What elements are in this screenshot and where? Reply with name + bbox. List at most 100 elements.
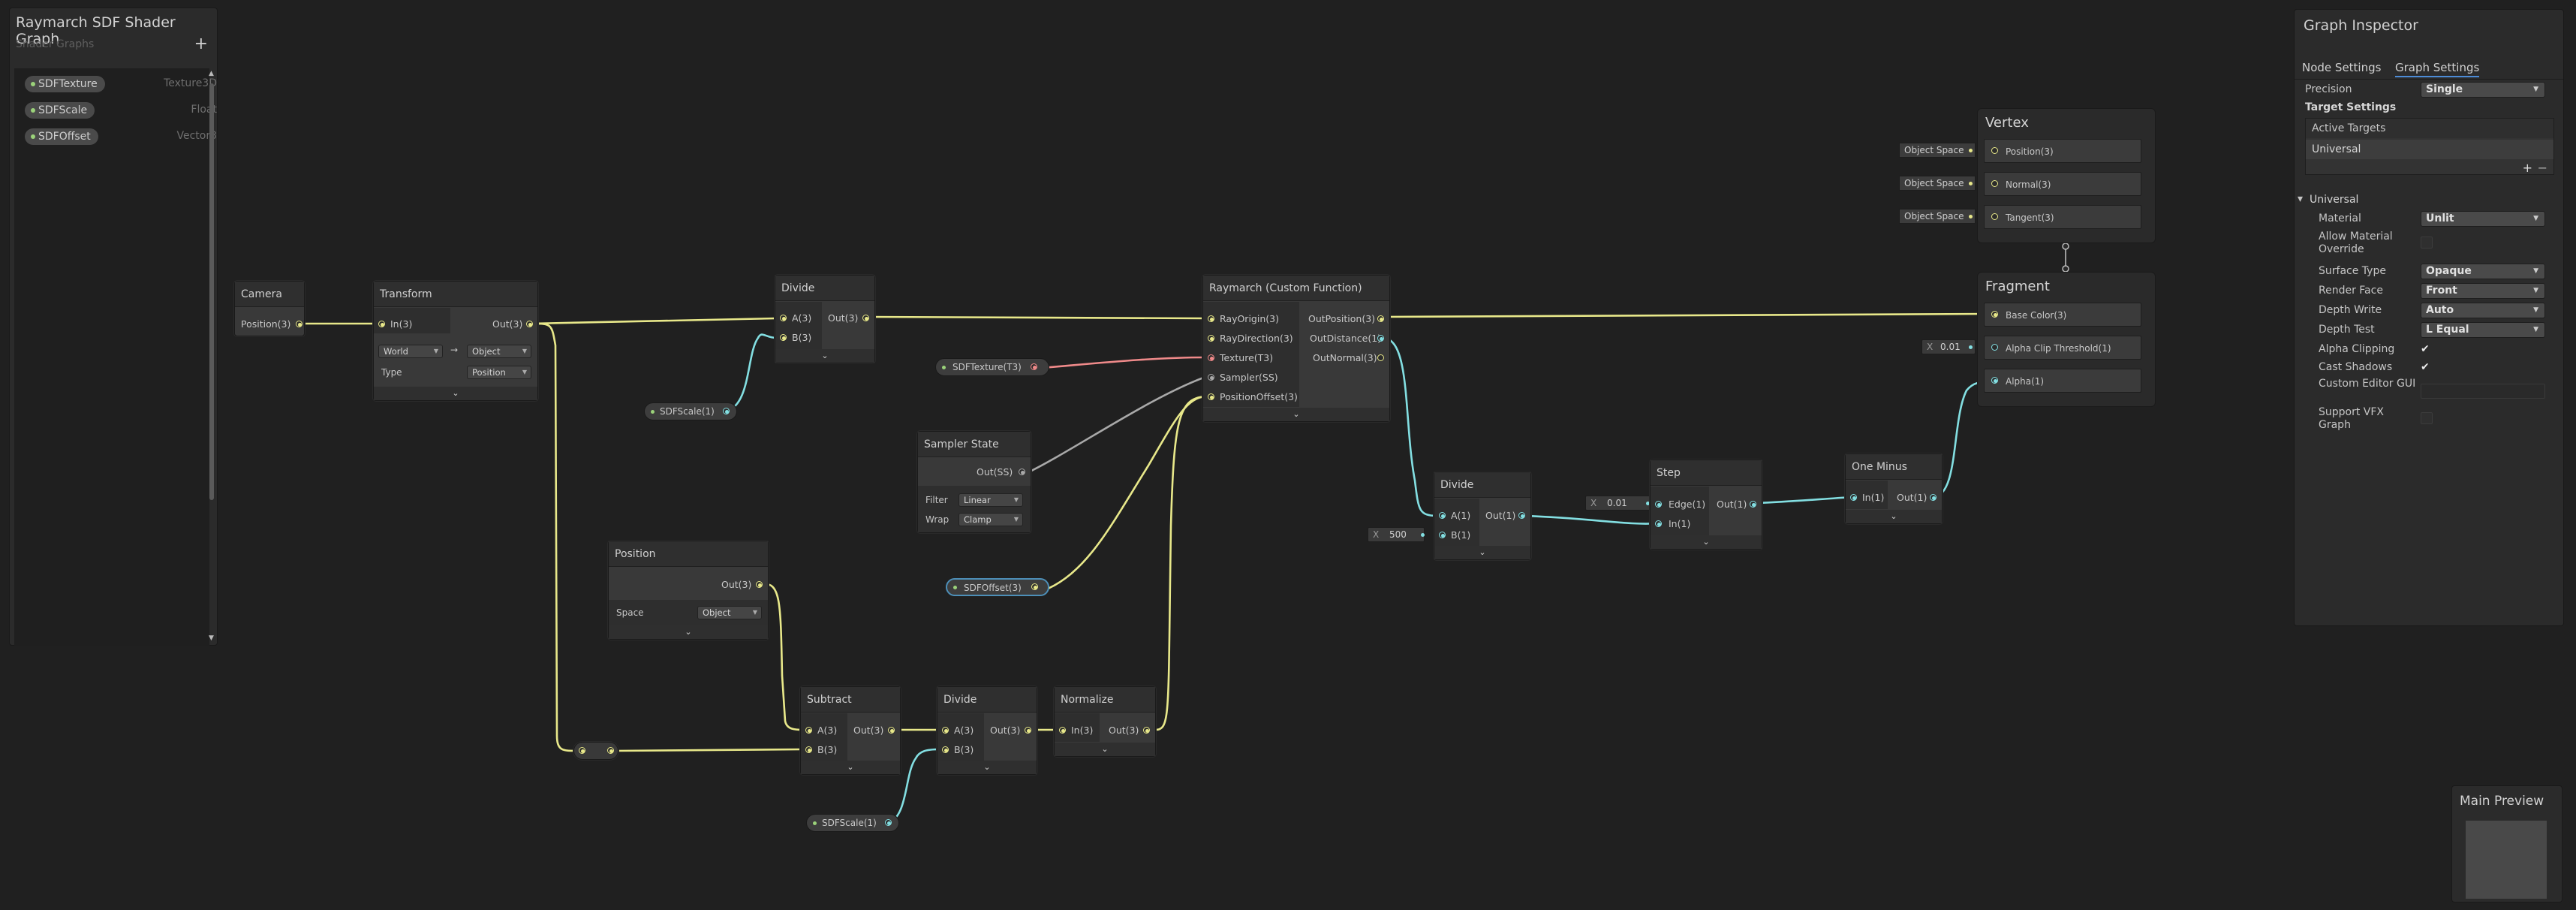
chevron-down-icon[interactable]: ⌄ — [1846, 510, 1942, 523]
output-port[interactable] — [1377, 335, 1384, 342]
fragment-block-base-color[interactable]: Base Color(3) — [1984, 303, 2141, 327]
depth-write-dropdown[interactable]: Auto▼ — [2421, 303, 2545, 318]
output-port[interactable] — [1143, 727, 1150, 734]
scroll-down-icon[interactable]: ▼ — [209, 634, 214, 642]
sdfoffset-property-node[interactable]: SDFOffset(3) — [946, 578, 1049, 596]
chevron-down-icon[interactable]: ⌄ — [1434, 546, 1530, 559]
input-port[interactable] — [1439, 532, 1446, 538]
chevron-down-icon[interactable]: ⌄ — [1651, 535, 1762, 549]
allow-material-override-checkbox[interactable] — [2421, 237, 2433, 249]
depth-test-dropdown[interactable]: L Equal▼ — [2421, 322, 2545, 338]
chevron-down-icon[interactable]: ⌄ — [937, 761, 1037, 774]
support-vfx-graph-checkbox[interactable] — [2421, 412, 2433, 424]
wrap-dropdown[interactable]: Clamp▼ — [958, 513, 1023, 526]
input-port[interactable] — [805, 746, 812, 753]
input-port[interactable] — [805, 727, 812, 734]
property-name[interactable]: SDFOffset — [25, 128, 98, 145]
cast-shadows-checkbox[interactable]: ✔ — [2421, 361, 2430, 373]
output-port[interactable] — [1518, 512, 1525, 519]
property-item[interactable]: SDFTexture Texture3D — [25, 76, 217, 92]
custom-editor-gui-field[interactable] — [2421, 384, 2545, 399]
space-from-dropdown[interactable]: World▼ — [378, 345, 443, 358]
input-port[interactable] — [942, 746, 949, 753]
divide-node[interactable]: Divide A(1) B(1) Out(1) ⌄ — [1434, 472, 1531, 560]
input-port[interactable] — [1991, 311, 1998, 318]
tab-graph-settings[interactable]: Graph Settings — [2395, 58, 2480, 77]
input-port[interactable] — [1655, 520, 1662, 527]
input-port[interactable] — [1208, 393, 1214, 400]
alpha-clip-input-field[interactable]: X 0.01 — [1921, 339, 1976, 354]
input-port[interactable] — [780, 334, 787, 341]
vertex-block-tangent[interactable]: Tangent(3) — [1984, 205, 2141, 229]
output-port[interactable] — [1377, 315, 1384, 322]
tab-node-settings[interactable]: Node Settings — [2302, 61, 2382, 74]
input-port[interactable] — [1655, 501, 1662, 508]
input-port[interactable] — [1208, 374, 1214, 381]
property-name[interactable]: SDFTexture — [25, 76, 105, 92]
space-to-dropdown[interactable]: Object▼ — [467, 345, 531, 358]
output-port[interactable] — [723, 408, 730, 414]
input-port[interactable] — [1991, 147, 1998, 154]
transform-node[interactable]: Transform In(3) Out(3) World▼ → Object▼ … — [373, 281, 538, 401]
chevron-down-icon[interactable]: ⌄ — [1203, 408, 1389, 421]
sampler-state-node[interactable]: Sampler State Out(SS) Filter Linear▼ Wra… — [917, 431, 1031, 533]
output-port[interactable] — [1025, 727, 1031, 734]
sdfscale-property-node[interactable]: SDFScale(1) — [806, 814, 899, 832]
type-dropdown[interactable]: Position▼ — [467, 366, 531, 379]
space-dropdown[interactable]: Object▼ — [697, 606, 762, 619]
raymarch-node[interactable]: Raymarch (Custom Function) RayOrigin(3) … — [1202, 275, 1390, 422]
subtract-node[interactable]: Subtract A(3) B(3) Out(3) ⌄ — [800, 686, 901, 775]
filter-dropdown[interactable]: Linear▼ — [958, 493, 1023, 507]
input-port[interactable] — [1991, 213, 1998, 220]
scroll-up-icon[interactable]: ▲ — [209, 70, 214, 77]
space-tag[interactable]: Object Space — [1899, 176, 1976, 191]
collapse-icon[interactable]: ▾ — [2298, 193, 2304, 205]
input-port[interactable] — [579, 747, 585, 754]
camera-node[interactable]: Camera Position(3) — [234, 281, 305, 336]
property-item[interactable]: SDFOffset Vector3 — [25, 128, 217, 145]
chevron-down-icon[interactable]: ⌄ — [374, 387, 537, 400]
property-name[interactable]: SDFScale — [25, 102, 95, 119]
property-item[interactable]: SDFScale Float — [25, 102, 217, 119]
chevron-down-icon[interactable]: ⌄ — [609, 625, 768, 639]
output-port[interactable] — [1930, 494, 1937, 501]
plus-icon[interactable]: + — [194, 35, 208, 53]
output-port[interactable] — [756, 581, 763, 588]
chevron-down-icon[interactable]: ⌄ — [775, 349, 874, 363]
b-input-field[interactable]: X 500 — [1368, 527, 1425, 542]
fragment-block-alpha-clip[interactable]: Alpha Clip Threshold(1) — [1984, 336, 2141, 360]
space-tag[interactable]: Object Space — [1899, 143, 1976, 158]
sdftexture-property-node[interactable]: SDFTexture(T3) — [935, 358, 1049, 376]
vertex-block-position[interactable]: Position(3) — [1984, 139, 2141, 163]
input-port[interactable] — [1059, 727, 1066, 734]
input-port[interactable] — [1991, 344, 1998, 351]
surface-type-dropdown[interactable]: Opaque▼ — [2421, 264, 2545, 279]
input-port[interactable] — [1991, 180, 1998, 187]
universal-section-header[interactable]: Universal — [2310, 194, 2359, 206]
input-port[interactable] — [1208, 335, 1214, 342]
render-face-dropdown[interactable]: Front▼ — [2421, 283, 2545, 299]
output-port[interactable] — [526, 321, 533, 327]
position-node[interactable]: Position Out(3) Space Object▼ ⌄ — [608, 541, 769, 640]
output-port[interactable] — [607, 747, 614, 754]
input-port[interactable] — [1991, 377, 1998, 384]
one-minus-node[interactable]: One Minus In(1) Out(1) ⌄ — [1845, 453, 1943, 524]
divide-node[interactable]: Divide A(3) B(3) Out(3) ⌄ — [937, 686, 1037, 775]
input-port[interactable] — [1850, 494, 1857, 501]
divide-node[interactable]: Divide A(3) B(3) Out(3) ⌄ — [775, 275, 875, 363]
chevron-down-icon[interactable]: ⌄ — [1055, 743, 1155, 756]
fragment-block-alpha[interactable]: Alpha(1) — [1984, 369, 2141, 393]
alpha-clipping-checkbox[interactable]: ✔ — [2421, 343, 2430, 355]
preview-viewport[interactable] — [2466, 821, 2547, 899]
chevron-down-icon[interactable]: ⌄ — [801, 761, 900, 774]
output-port[interactable] — [1377, 354, 1384, 361]
add-target-icon[interactable]: + — [2522, 161, 2532, 175]
output-port[interactable] — [1031, 583, 1038, 590]
target-item[interactable]: Universal — [2306, 140, 2553, 159]
input-port[interactable] — [1208, 354, 1214, 361]
output-port[interactable] — [862, 315, 869, 321]
output-port[interactable] — [1750, 501, 1756, 508]
vertex-block-normal[interactable]: Normal(3) — [1984, 172, 2141, 196]
input-port[interactable] — [1439, 512, 1446, 519]
blackboard-scrollbar[interactable]: ▲ ▼ — [208, 70, 215, 642]
